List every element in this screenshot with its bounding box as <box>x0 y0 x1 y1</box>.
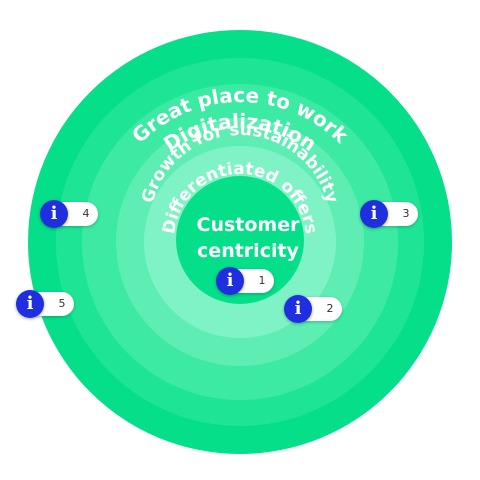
info-icon[interactable]: i <box>216 267 244 295</box>
center-circle <box>176 176 304 304</box>
center-label-line1: Customer <box>197 214 301 236</box>
marker-number: 5 <box>58 297 66 310</box>
info-icon[interactable]: i <box>40 200 68 228</box>
info-marker-5[interactable]: 5 i <box>16 290 76 318</box>
info-marker-3[interactable]: 3 i <box>360 200 420 228</box>
center-label-line2: centricity <box>197 240 299 262</box>
marker-number: 2 <box>326 302 334 315</box>
marker-number: 4 <box>82 207 90 220</box>
marker-number: 1 <box>258 274 266 287</box>
info-marker-1[interactable]: 1 i <box>216 267 276 295</box>
marker-number: 3 <box>402 207 410 220</box>
info-icon[interactable]: i <box>16 290 44 318</box>
info-marker-2[interactable]: 2 i <box>284 295 344 323</box>
info-marker-4[interactable]: 4 i <box>40 200 100 228</box>
info-icon[interactable]: i <box>360 200 388 228</box>
info-icon[interactable]: i <box>284 295 312 323</box>
